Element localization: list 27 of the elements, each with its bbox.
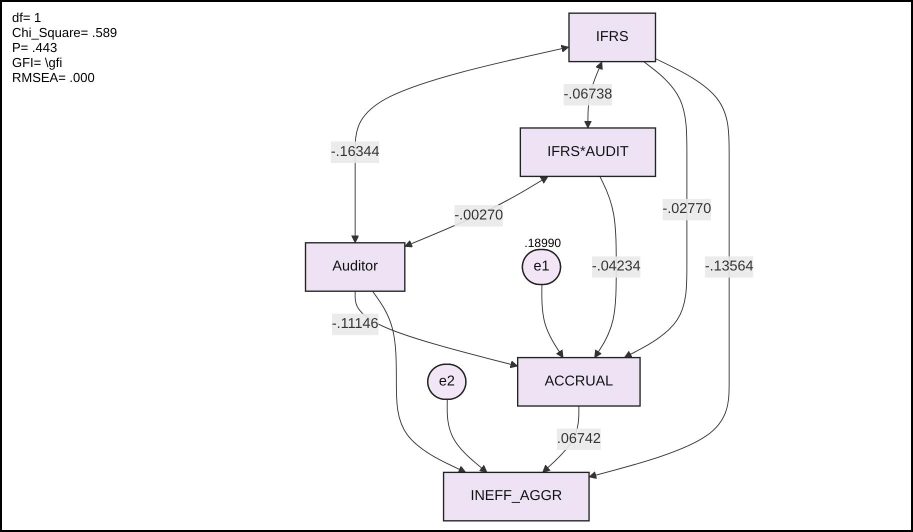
edge-label: -.13564 [704, 258, 754, 274]
node-box: ACCRUAL [517, 356, 641, 407]
node-box: INEFF_AGGR [442, 472, 590, 522]
arrow [351, 44, 569, 244]
edge-label: -.00270 [454, 208, 504, 223]
arrow [624, 61, 688, 358]
edge-label: -.16344 [330, 144, 380, 160]
edge-label: .06742 [556, 431, 601, 446]
variance-value: .18990 [524, 236, 562, 250]
node-box: Auditor [304, 242, 406, 292]
edge-label: -.04234 [592, 258, 641, 274]
arrow [541, 284, 564, 358]
fit-statistic: Chi_Square= .589 [12, 25, 118, 40]
fit-statistic: GFI= \gfi [12, 55, 62, 70]
fit-statistic: df= 1 [12, 10, 42, 25]
arrow [588, 58, 730, 479]
edge-label: -.11146 [332, 316, 378, 332]
edge-label: -.02770 [662, 202, 712, 217]
edge-label: -.06738 [564, 86, 612, 102]
arrow [354, 290, 518, 368]
arrow [446, 399, 488, 473]
arrow [372, 290, 466, 473]
fit-statistic: P= .443 [12, 40, 58, 55]
node-box: IFRS [568, 12, 656, 62]
node-box: IFRS*AUDIT [520, 127, 656, 178]
fit-statistic: RMSEA= .000 [12, 70, 95, 85]
arrow [404, 176, 548, 248]
